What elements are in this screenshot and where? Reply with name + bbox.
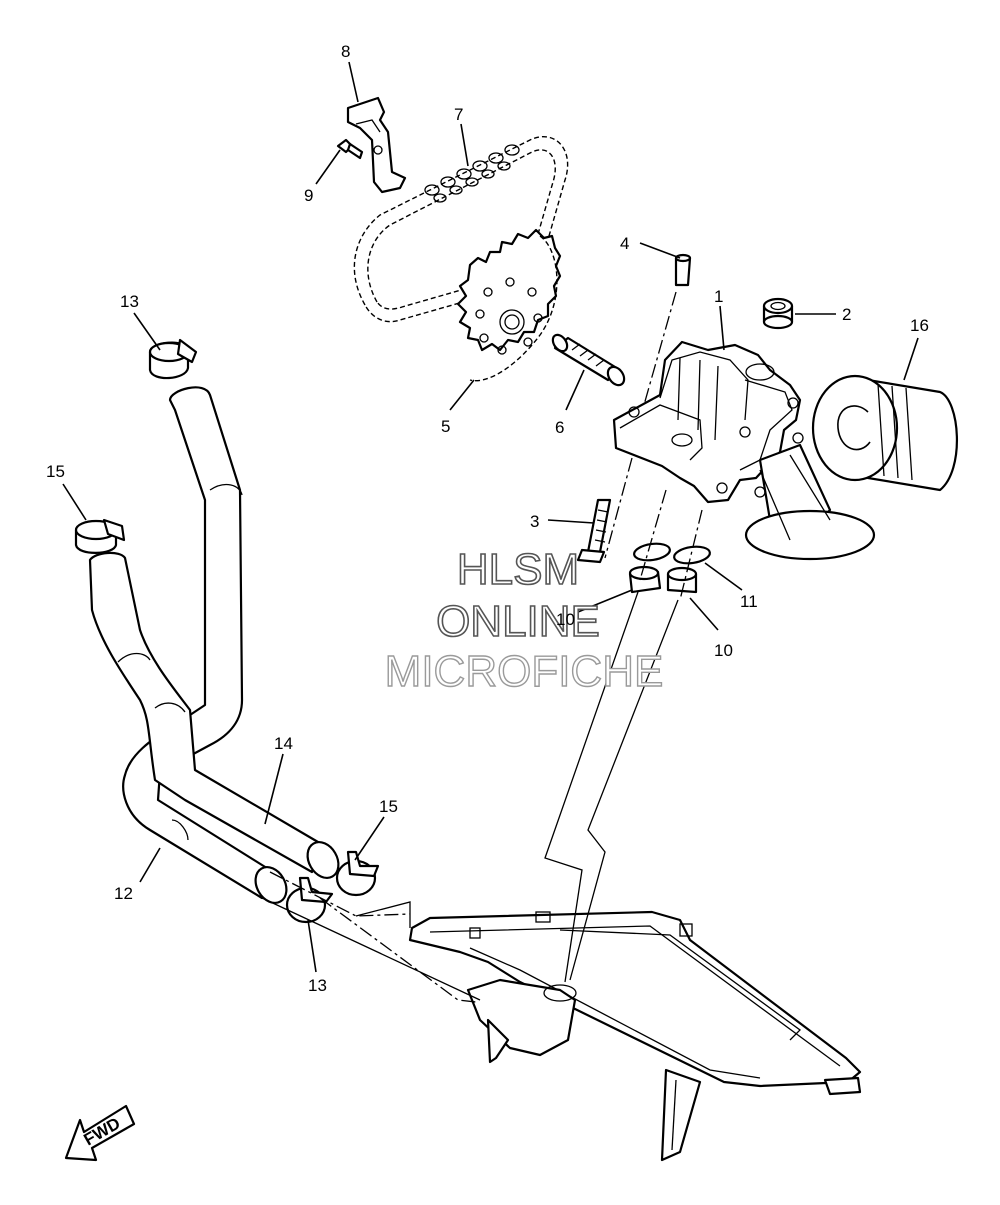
callout-12: 12 <box>114 884 133 903</box>
watermark: HLSM ONLINE MICROFICHE <box>384 544 664 697</box>
callout-11: 11 <box>740 592 758 611</box>
chain-guide[interactable] <box>346 96 407 194</box>
hose-clamp-13-top[interactable] <box>148 338 198 380</box>
o-ring-right[interactable] <box>673 545 711 566</box>
oil-hose-14[interactable] <box>88 551 345 884</box>
timing-chain[interactable] <box>353 135 569 323</box>
callout-9: 9 <box>304 186 313 205</box>
callout-10-left: 10 <box>556 610 575 629</box>
callout-14: 14 <box>274 734 293 753</box>
watermark-line-1: HLSM <box>457 545 579 594</box>
oil-pump-assembly[interactable] <box>612 340 876 561</box>
collar-right[interactable] <box>666 566 698 594</box>
callout-16: 16 <box>910 316 929 335</box>
oil-pump-shaft[interactable] <box>550 332 628 388</box>
callout-10-right: 10 <box>714 641 733 660</box>
callout-8: 8 <box>341 42 350 61</box>
callout-4: 4 <box>620 234 629 253</box>
callout-15-right: 15 <box>379 797 398 816</box>
alignment-lines <box>261 457 703 1003</box>
callout-3: 3 <box>530 512 539 531</box>
collar-left[interactable] <box>628 565 662 594</box>
callout-5: 5 <box>441 417 450 436</box>
leader-lines <box>62 61 919 973</box>
hose-clamp-15-right[interactable] <box>335 850 380 897</box>
oil-pump-drive-sprocket[interactable] <box>456 228 562 382</box>
bolt[interactable] <box>336 138 364 160</box>
collar[interactable] <box>762 297 794 330</box>
callout-2: 2 <box>842 305 851 324</box>
callout-7: 7 <box>454 105 463 124</box>
fwd-label: FWD <box>81 1114 124 1150</box>
watermark-line-3: MICROFICHE <box>385 647 664 696</box>
oil-pan <box>408 910 862 1162</box>
o-ring-left[interactable] <box>633 542 671 563</box>
oil-pump-bolt[interactable] <box>576 498 612 564</box>
watermark-line-2: ONLINE <box>436 597 600 646</box>
oil-filter[interactable] <box>811 374 958 492</box>
fwd-direction-arrow: FWD <box>64 1104 136 1162</box>
callout-labels: 8 7 9 4 1 2 16 13 5 6 15 3 11 10 10 14 1… <box>46 42 929 995</box>
callout-1: 1 <box>714 287 723 306</box>
callout-13-top: 13 <box>120 292 139 311</box>
callout-13-bottom: 13 <box>308 976 327 995</box>
pin-alignment-line <box>641 291 677 413</box>
callout-15-left: 15 <box>46 462 65 481</box>
hose-clamp-15-left[interactable] <box>74 518 126 554</box>
dowel-pin[interactable] <box>674 253 692 287</box>
callout-6: 6 <box>555 418 564 437</box>
